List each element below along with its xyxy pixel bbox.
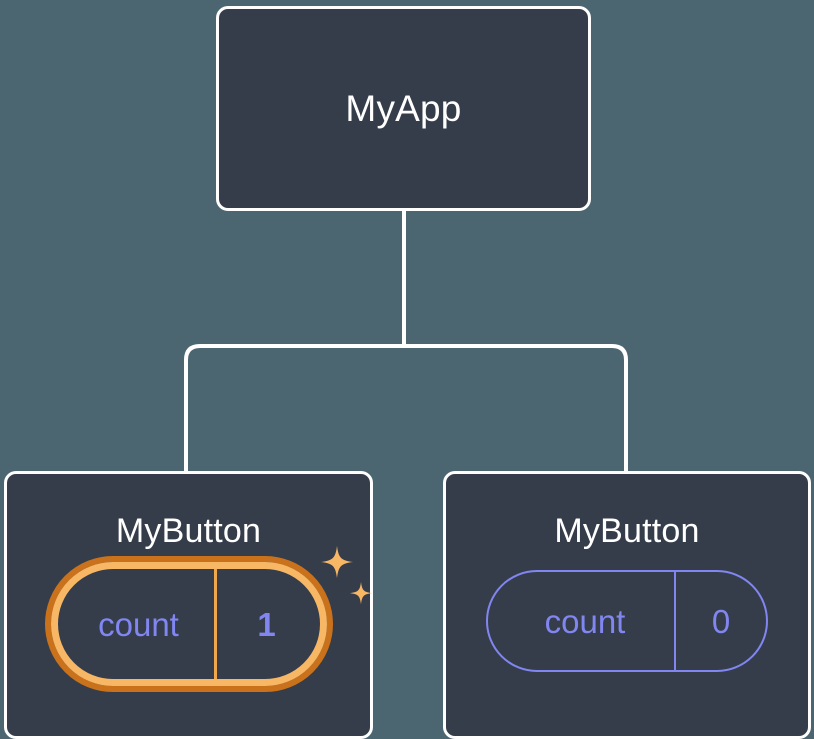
state-pill-left-key: count — [98, 605, 179, 643]
state-pill-left-value: 1 — [213, 569, 317, 679]
state-pill-left[interactable]: count 1 — [50, 562, 327, 686]
state-pill-right[interactable]: count 0 — [486, 570, 768, 672]
edge-bus-to-children — [184, 344, 628, 471]
node-mybutton-left[interactable]: MyButton count 1 — [4, 471, 373, 739]
state-pill-right-wrap: count 0 — [486, 570, 768, 672]
state-pill-right-key: count — [544, 602, 626, 640]
sparkle-large-icon — [320, 546, 353, 578]
node-myapp-title: MyApp — [345, 88, 462, 129]
node-mybutton-right-title: MyButton — [554, 512, 700, 550]
node-myapp[interactable]: MyApp — [216, 6, 591, 211]
sparkle-group — [320, 546, 372, 605]
state-pill-right-value: 0 — [674, 572, 766, 670]
sparkle-small-icon — [349, 582, 372, 605]
node-mybutton-left-title: MyButton — [115, 512, 262, 550]
node-mybutton-right[interactable]: MyButton count 0 — [443, 471, 811, 739]
state-pill-left-highlight-ring: count 1 — [44, 556, 333, 692]
state-pill-left-wrap: count 1 — [44, 546, 372, 692]
